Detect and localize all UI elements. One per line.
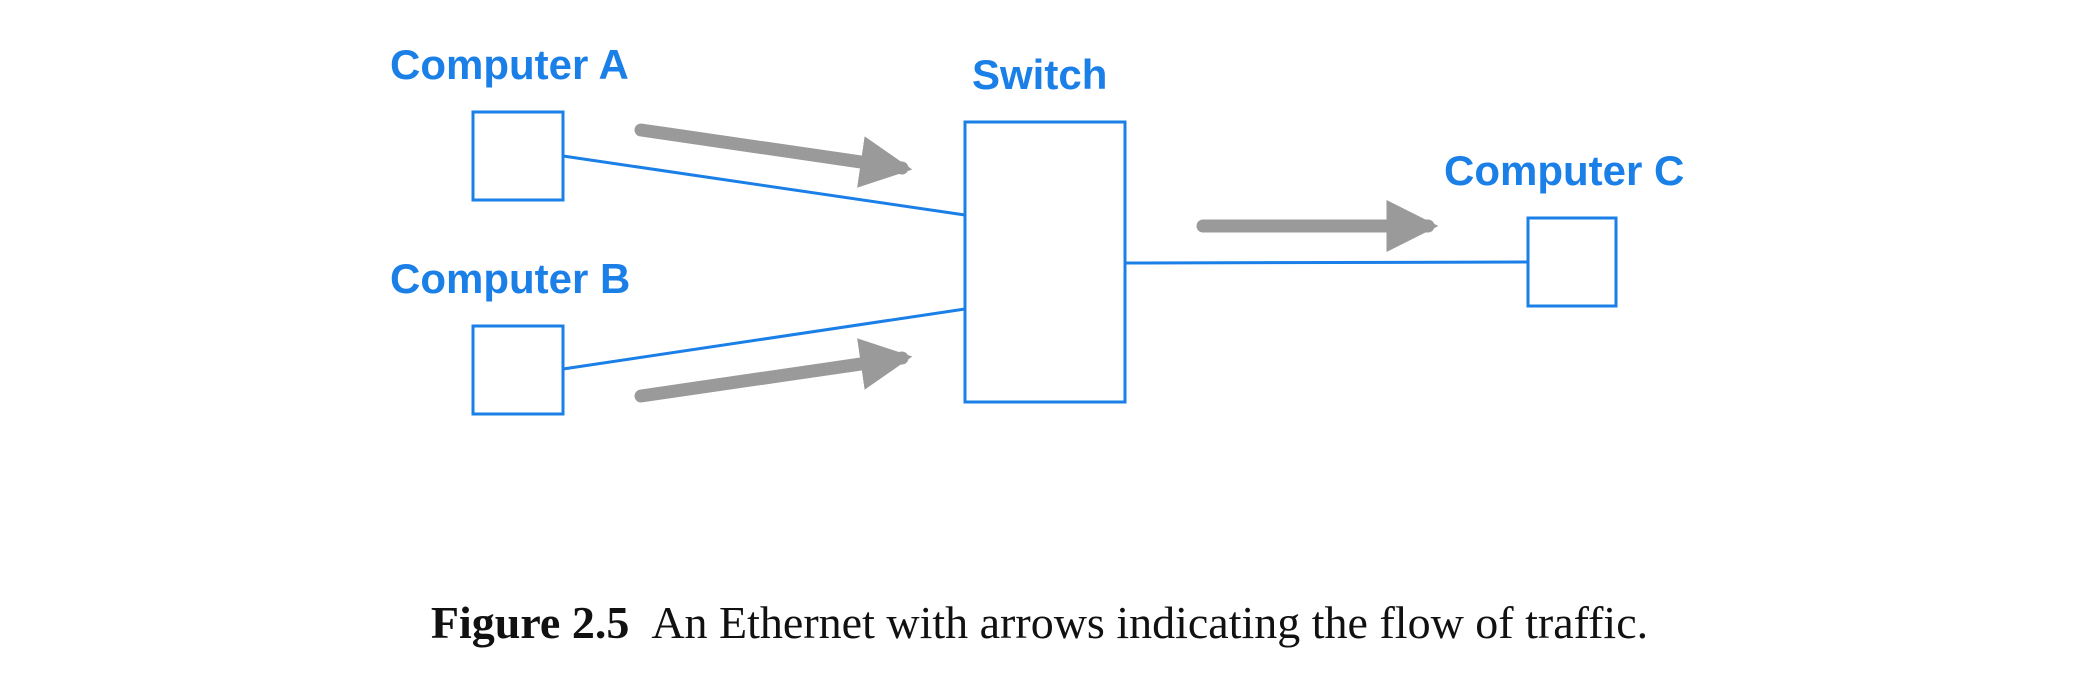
computer-a-box	[471, 110, 565, 202]
figure-caption-text: An Ethernet with arrows indicating the f…	[651, 597, 1649, 648]
computer-c-box	[1526, 216, 1618, 308]
figure-caption: Figure 2.5 An Ethernet with arrows indica…	[0, 596, 2079, 649]
figure-number: Figure 2.5	[430, 597, 630, 648]
traffic-arrow-b-to-switch	[634, 338, 913, 403]
traffic-arrow-a-to-switch	[634, 123, 913, 188]
computer-c-label: Computer C	[1444, 147, 1684, 194]
computer-a-label: Computer A	[390, 41, 629, 88]
switch-box	[963, 120, 1127, 404]
link-computer-b-to-switch	[562, 307, 966, 371]
computer-b-box	[471, 324, 565, 416]
link-computer-a-to-switch	[562, 154, 966, 217]
computer-b-label: Computer B	[390, 255, 630, 302]
switch-label: Switch	[972, 51, 1107, 98]
link-switch-to-computer-c	[1124, 260, 1529, 265]
